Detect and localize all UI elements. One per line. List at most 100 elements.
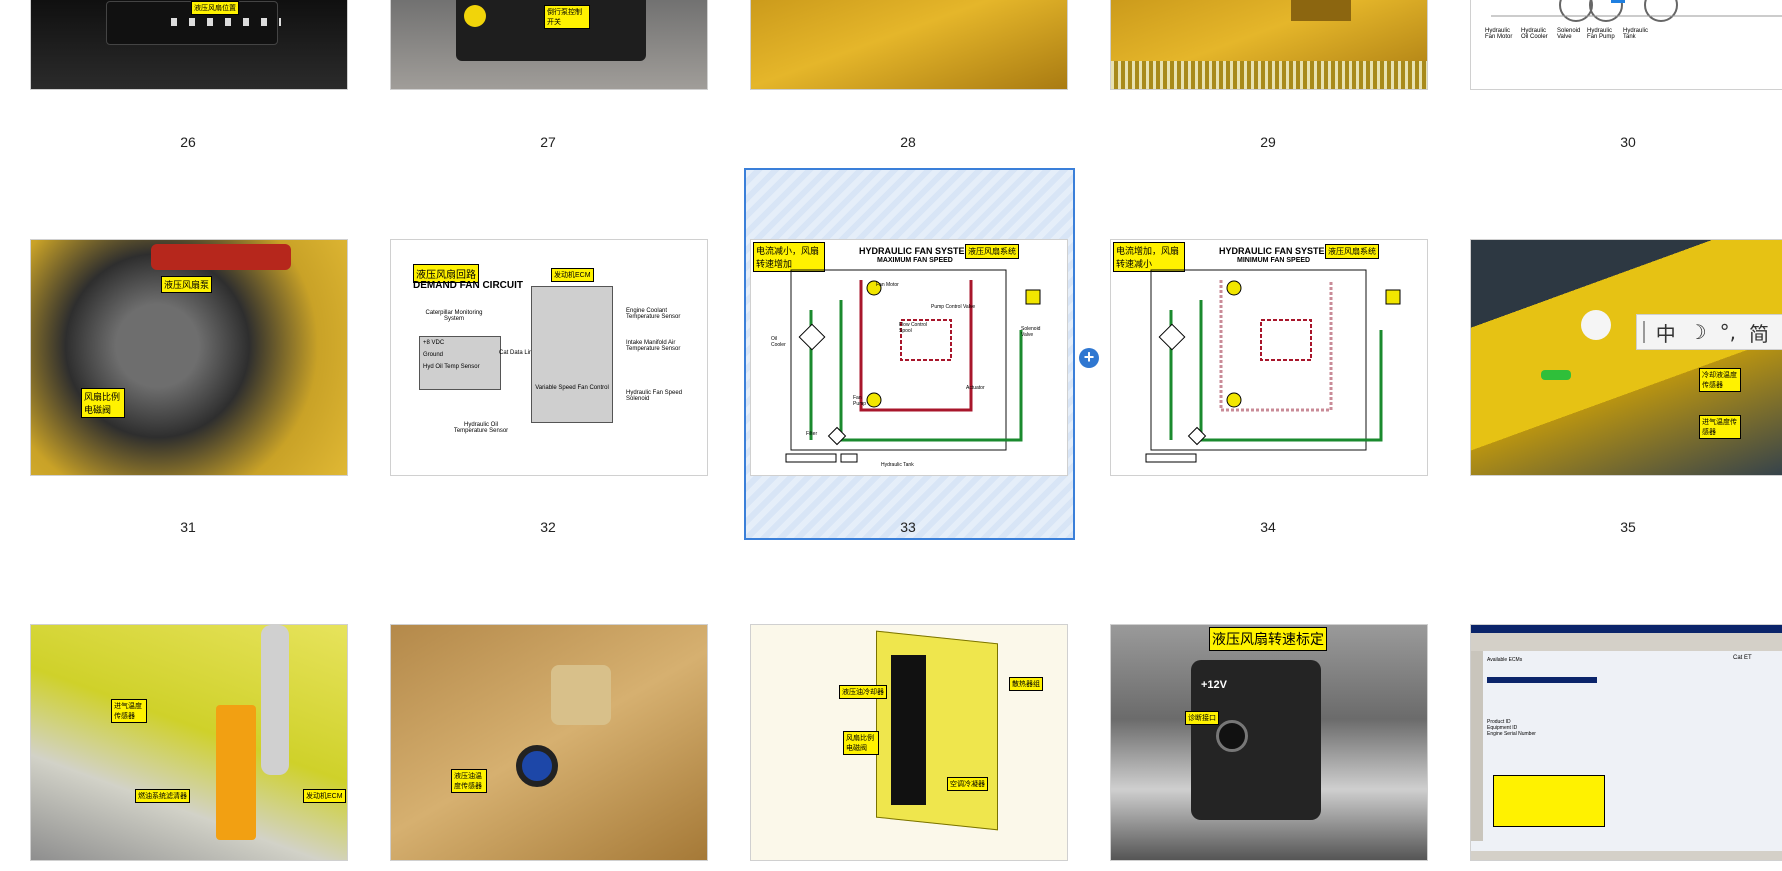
diagnostic-port-icon — [1216, 720, 1248, 752]
slide34-subtitle: MINIMUM FAN SPEED — [1237, 257, 1311, 264]
valve-block-image — [551, 665, 611, 725]
slide32-oiltemp-label: Hydraulic Oil Temperature Sensor — [453, 422, 509, 434]
selected-ecm-row — [1487, 677, 1597, 683]
row3-4-title: 液压风扇转速标定 — [1209, 627, 1327, 651]
slide26-label: 液压风扇位置 — [191, 1, 239, 15]
pipe-image — [261, 625, 289, 775]
ime-simplified[interactable]: 简 — [1749, 321, 1769, 346]
slide32-coolant-label: Engine Coolant Temperature Sensor — [626, 308, 681, 320]
slide-number-33: 33 — [900, 519, 916, 535]
green-fitting — [1541, 370, 1571, 380]
slide-thumbnail-34[interactable]: 电流增加，风扇转速减小 HYDRAULIC FAN SYSTEM 液压风扇系统 … — [1110, 239, 1428, 476]
cat-et-titlebar — [1471, 625, 1782, 633]
row3-1-label-1: 进气温度传感器 — [111, 699, 147, 723]
slide-thumbnail-40[interactable]: Available ECMs Cat ET Product ID Equipme… — [1470, 624, 1782, 861]
row3-3-label-2: 风扇比例电磁阀 — [843, 731, 879, 755]
slide35-label-1: 冷却液温度传感器 — [1699, 368, 1741, 392]
slide-thumbnail-27[interactable]: 倒行泵控制开关 — [390, 0, 708, 90]
slide31-label-pump: 液压风扇泵 — [161, 276, 213, 293]
slide30-label-2: Hydraulic Oil Cooler — [1521, 28, 1548, 40]
slide33-actuator-label: Actuator — [966, 385, 985, 391]
switch-icons — [171, 18, 281, 26]
slide-number-28: 28 — [900, 134, 916, 150]
slide30-label-4: Hydraulic Fan Pump — [1587, 28, 1615, 40]
slide-thumbnail-32[interactable]: 液压风扇回路 DEMAND FAN CIRCUIT 发动机ECM Caterpi… — [390, 239, 708, 476]
slide-thumbnail-26[interactable]: 液压风扇位置 — [30, 0, 348, 90]
hydraulic-schematic — [785, 269, 1041, 463]
red-hose-image — [151, 244, 291, 270]
slot-shape — [1291, 0, 1351, 21]
slide-number-31: 31 — [180, 519, 196, 535]
ecm-box: Variable Speed Fan Control — [531, 286, 613, 423]
slide-thumbnail-39[interactable]: 液压风扇转速标定 +12V 诊断接口 — [1110, 624, 1428, 861]
slide-thumbnail-37[interactable]: 液压油温度传感器 — [390, 624, 708, 861]
row3-4-port-label: 诊断接口 — [1185, 711, 1219, 725]
yellow-note-box — [1493, 775, 1605, 827]
slide33-oil-cooler-label: Oil Cooler — [771, 336, 786, 348]
slide-thumbnail-31[interactable]: 液压风扇泵 风扇比例电磁阀 — [30, 239, 348, 476]
slide33-fan-pump-label: Fan Pump — [853, 395, 867, 407]
row3-1-label-2: 燃油系统滤清器 — [135, 789, 190, 803]
slide-number-35: 35 — [1620, 519, 1636, 535]
ground-texture — [1111, 61, 1427, 89]
slide32-monitor-label: Caterpillar Monitoring System — [425, 310, 483, 322]
slide32-intake-label: Intake Manifold Air Temperature Sensor — [626, 340, 681, 352]
blue-cap-image — [516, 745, 558, 787]
slide-thumbnail-33[interactable]: 电流减小，风扇转速增加 HYDRAULIC FAN SYSTEM 液压风扇系统 … — [750, 239, 1068, 476]
row3-4-voltage-label: +12V — [1201, 679, 1227, 691]
slide34-title-cn: 液压风扇系统 — [1325, 244, 1379, 259]
slide30-label-3: Solenoid Valve — [1557, 28, 1581, 40]
slide-thumbnail-35[interactable]: 冷却液温度传感器 进气温度传感器 — [1470, 239, 1782, 476]
slide30-label-5: Hydraulic Tank — [1623, 28, 1649, 40]
slide27-label: 倒行泵控制开关 — [544, 5, 590, 29]
slide32-solenoid-label: Hydraulic Fan Speed Solenoid — [626, 390, 683, 402]
ime-halfwidth-icon[interactable]: ☽ — [1688, 320, 1707, 344]
slide34-title: HYDRAULIC FAN SYSTEM — [1219, 246, 1333, 256]
slide-number-32: 32 — [540, 519, 556, 535]
cat-et-toolbar — [1471, 633, 1782, 651]
slide-number-26: 26 — [180, 134, 196, 150]
slide-thumbnail-36[interactable]: 进气温度传感器 燃油系统滤清器 发动机ECM — [30, 624, 348, 861]
row3-3-label-1: 液压油冷却器 — [839, 685, 887, 699]
insert-slide-plus-icon[interactable]: + — [1079, 348, 1099, 368]
slide33-solenoid-label: Solenoid Valve — [1021, 326, 1041, 338]
slide33-pump-control-label: Pump Control Valve — [931, 304, 976, 310]
taskbar — [1471, 851, 1782, 860]
slide35-label-2: 进气温度传感器 — [1699, 415, 1741, 439]
slide-number-29: 29 — [1260, 134, 1276, 150]
cooler-core — [891, 655, 926, 805]
slide-number-30: 30 — [1620, 134, 1636, 150]
machine-diagram — [1491, 0, 1782, 22]
cat-et-sidebar — [1471, 651, 1483, 841]
ime-punctuation[interactable]: °, — [1719, 320, 1736, 344]
fuel-filter-image — [216, 705, 256, 840]
row3-2-label: 液压油温度传感器 — [451, 769, 487, 793]
slide33-note: 电流减小，风扇转速增加 — [753, 242, 825, 272]
row3-1-label-3: 发动机ECM — [303, 789, 346, 803]
slide34-note: 电流增加，风扇转速减小 — [1113, 242, 1185, 272]
sensor-part — [1581, 310, 1611, 340]
monitor-box: +8 VDC Ground Hyd Oil Temp Sensor — [419, 336, 501, 390]
slide32-title-en: DEMAND FAN CIRCUIT — [413, 280, 523, 291]
slide-thumbnail-28[interactable] — [750, 0, 1068, 90]
slide33-flow-spool-label: Flow Control Spool — [899, 322, 928, 334]
slide33-title: HYDRAULIC FAN SYSTEM — [859, 246, 973, 256]
slide-number-34: 34 — [1260, 519, 1276, 535]
slide32-ecm-label: 发动机ECM — [551, 268, 594, 282]
slide-thumbnail-30[interactable]: Hydraulic Fan Motor Hydraulic Oil Cooler… — [1470, 0, 1782, 90]
slide-thumbnail-29[interactable] — [1110, 0, 1428, 90]
slide32-datalink-label: Cat Data Link — [499, 350, 536, 356]
slide-number-27: 27 — [540, 134, 556, 150]
slide-thumbnail-38[interactable]: 液压油冷却器 风扇比例电磁阀 空调冷凝器 散热器组 — [750, 624, 1068, 861]
slide33-title-cn: 液压风扇系统 — [965, 244, 1019, 259]
slide31-label-valve: 风扇比例电磁阀 — [81, 388, 125, 418]
row3-5-label-4: Engine Serial Number — [1487, 731, 1536, 737]
drag-handle-icon[interactable] — [1643, 321, 1648, 343]
ime-toolbar[interactable]: 中 ☽ °, 简 — [1636, 314, 1782, 350]
row3-3-label-4: 散热器组 — [1009, 677, 1043, 691]
ime-mode-chinese[interactable]: 中 — [1655, 321, 1676, 346]
slide33-subtitle: MAXIMUM FAN SPEED — [877, 257, 953, 264]
row3-5-label-3: Equipment ID — [1487, 725, 1518, 731]
yellow-knob-icon — [464, 5, 486, 27]
